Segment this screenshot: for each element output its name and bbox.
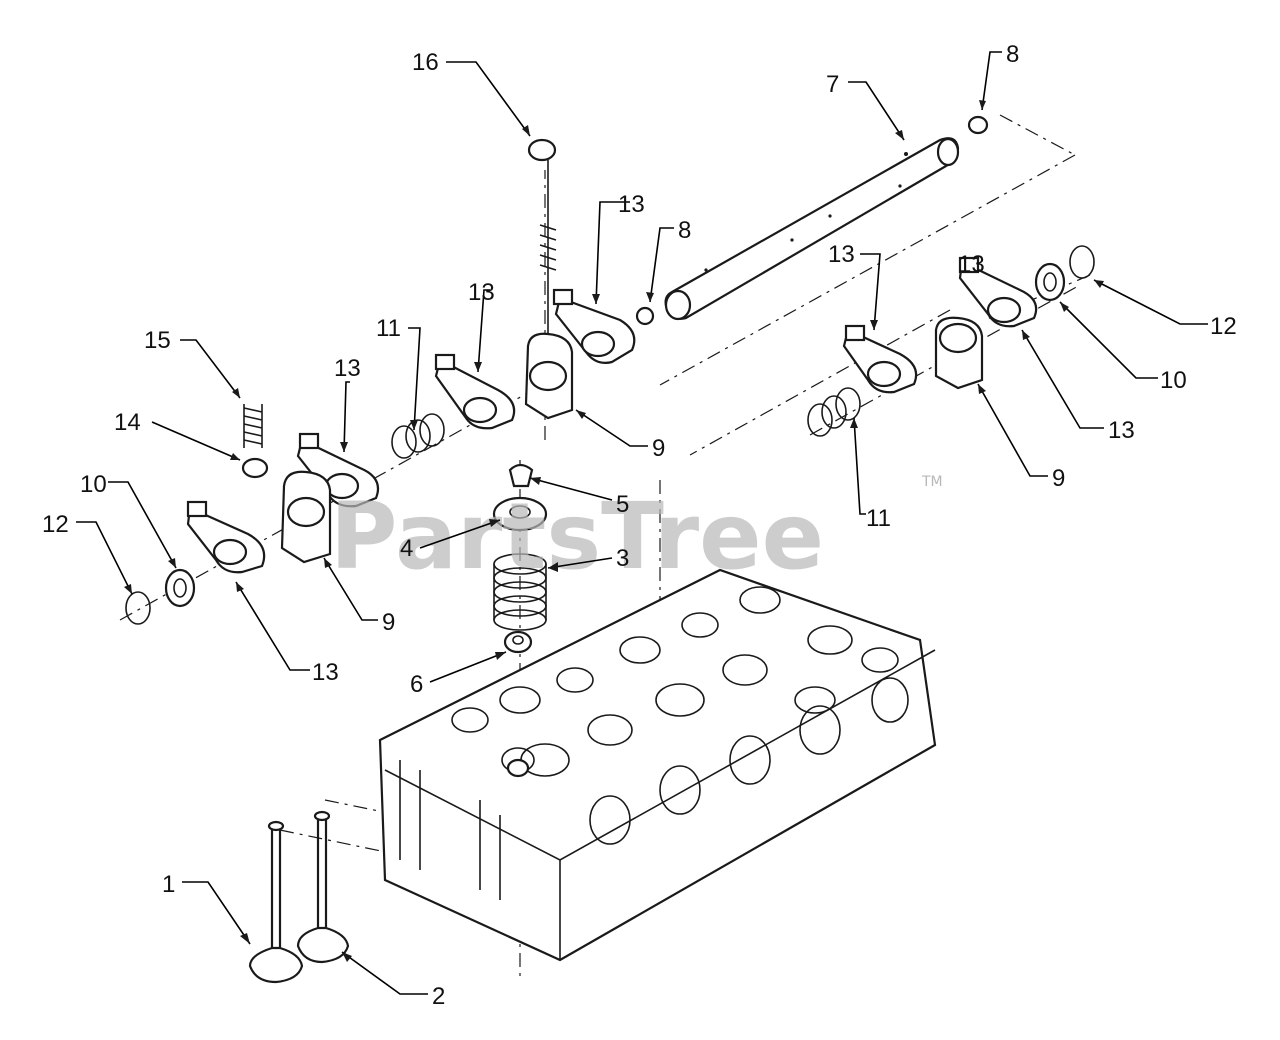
callout-13-b: 13 xyxy=(468,279,495,306)
leader-lines xyxy=(76,51,1208,995)
callout-13-f: 13 xyxy=(1108,417,1135,444)
callout-13-g: 13 xyxy=(958,251,985,278)
callout-6: 6 xyxy=(410,671,423,698)
rocker-bracket xyxy=(280,316,984,564)
callout-12-left: 12 xyxy=(42,511,69,538)
watermark-text: PartsTree xyxy=(330,483,824,590)
callout-1: 1 xyxy=(162,871,175,898)
callout-labels: 1 2 3 4 5 6 7 8 8 9 9 9 10 10 11 11 12 1… xyxy=(42,41,1237,1010)
callout-9-right: 9 xyxy=(1052,465,1065,492)
rocker-shaft xyxy=(664,137,960,321)
valve-spring xyxy=(493,553,547,631)
spring-retainer xyxy=(492,496,548,532)
small-spring xyxy=(243,404,263,448)
callout-14: 14 xyxy=(114,409,141,436)
circlip xyxy=(125,245,1095,625)
valve-stem-seal xyxy=(503,630,533,654)
callout-9-center: 9 xyxy=(652,435,665,462)
spacer-spring xyxy=(391,387,861,459)
callout-10-left: 10 xyxy=(80,471,107,498)
callout-9-left: 9 xyxy=(382,609,395,636)
valve xyxy=(248,810,350,984)
callout-11-right: 11 xyxy=(866,505,891,532)
callout-5: 5 xyxy=(616,491,629,518)
callout-13-d: 13 xyxy=(312,659,339,686)
plug xyxy=(241,457,269,479)
callout-4: 4 xyxy=(400,535,413,562)
watermark-trademark: TM xyxy=(921,474,943,490)
callout-7: 7 xyxy=(826,71,839,98)
callout-13-c: 13 xyxy=(334,355,361,382)
washer xyxy=(164,262,1066,608)
callout-2: 2 xyxy=(432,983,445,1010)
callout-13-e: 13 xyxy=(828,241,855,268)
cylinder-head xyxy=(378,568,937,962)
valve-collet xyxy=(508,463,534,488)
callout-13-a: 13 xyxy=(618,191,645,218)
adjusting-screw xyxy=(527,138,564,356)
shaft-plug xyxy=(635,115,989,326)
callout-10-right: 10 xyxy=(1160,367,1187,394)
callout-3: 3 xyxy=(616,545,629,572)
rocker-arm xyxy=(186,256,1038,574)
watermark: PartsTree TM xyxy=(330,474,943,590)
callout-11-left: 11 xyxy=(376,315,401,342)
callout-8-mid: 8 xyxy=(678,217,691,244)
callout-15: 15 xyxy=(144,327,171,354)
callout-16: 16 xyxy=(412,49,439,76)
callout-8-top: 8 xyxy=(1006,41,1019,68)
callout-12-right: 12 xyxy=(1210,313,1237,340)
